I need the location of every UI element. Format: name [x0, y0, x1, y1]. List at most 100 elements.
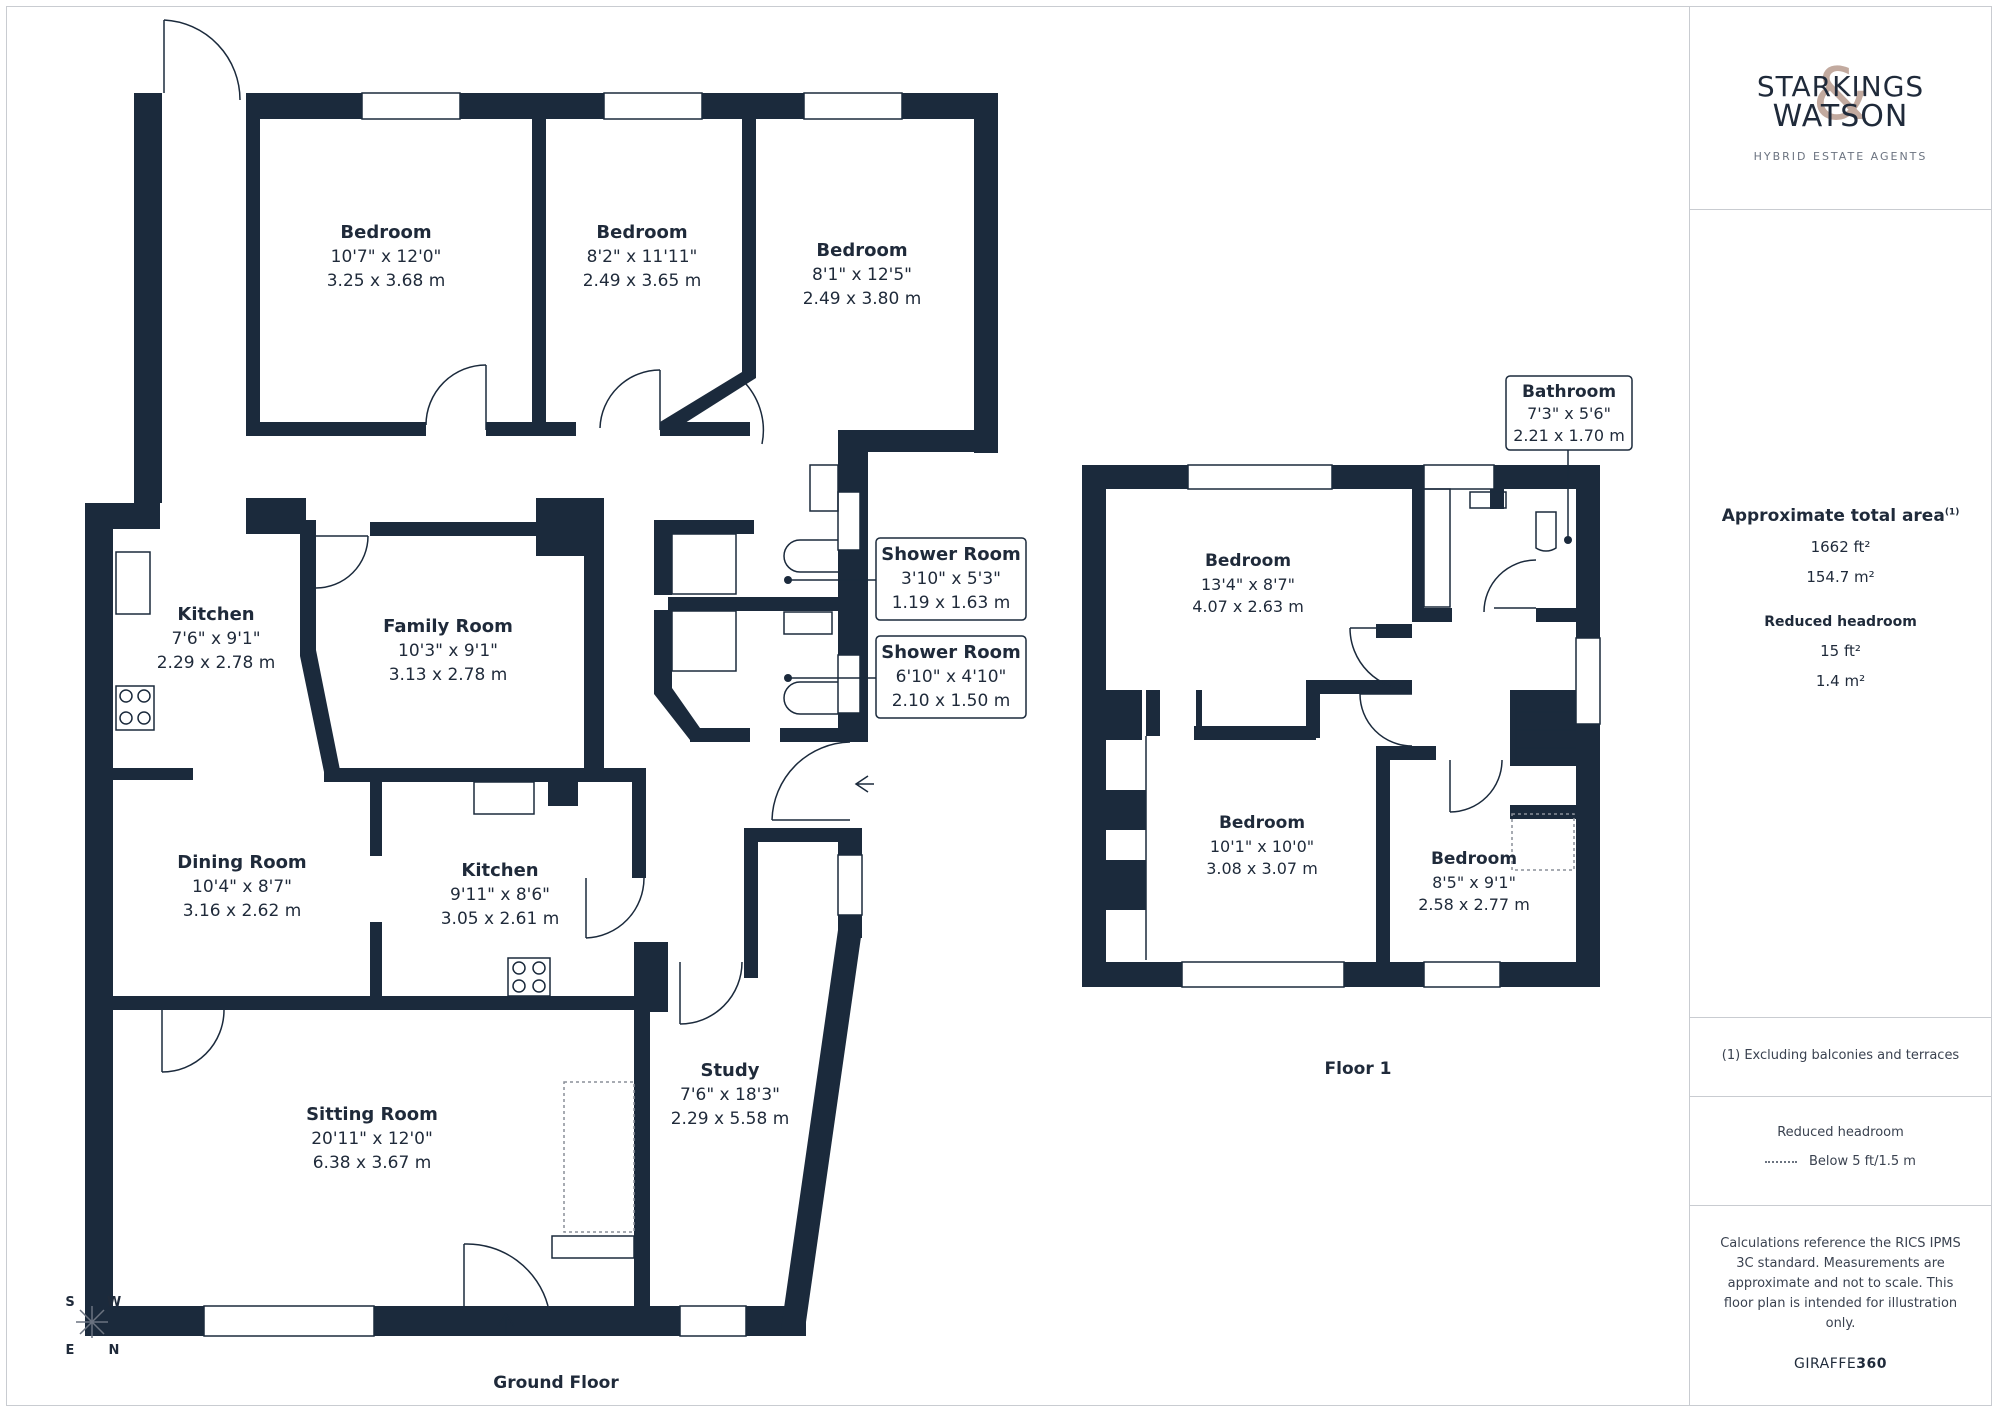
wall-bed3-bottom [838, 430, 998, 452]
reduced-sqft: 15 ft² [1820, 642, 1861, 660]
wall-bedroom1-bottom-a [246, 422, 426, 436]
room-imperial: 10'1" x 10'0" [1210, 837, 1314, 856]
area-title: Approximate total area(1) [1690, 506, 1991, 526]
f1-wall-left-chimney-c [1106, 860, 1146, 910]
room-name: Shower Room [881, 642, 1020, 663]
floor-label-first: Floor 1 [1325, 1059, 1392, 1079]
credit-suffix: 360 [1856, 1356, 1887, 1372]
wall-shower-divider [668, 597, 838, 611]
room-imperial: 3'10" x 5'3" [901, 569, 1001, 589]
room-name: Study [700, 1060, 759, 1081]
room-metric: 6.38 x 3.67 m [313, 1153, 432, 1173]
wall-family-bottom [324, 768, 644, 782]
room-metric: 3.25 x 3.68 m [327, 271, 446, 291]
f1-wall-left [1082, 465, 1106, 987]
compass-e: E [66, 1343, 75, 1358]
f1-wall-left-chimney-b [1106, 790, 1146, 830]
f1-wall-bed1-right-top [1376, 624, 1412, 638]
wall-family-right [584, 534, 604, 774]
f1-wall-bed1-bottom [1194, 726, 1316, 740]
room-metric: 2.29 x 5.58 m [671, 1109, 790, 1129]
f1-wall-left-chimney [1106, 690, 1142, 740]
f1-wall-right [1576, 465, 1600, 987]
wall-family-left-angled [300, 520, 340, 772]
shower-room-callout-2: Shower Room 6'10" x 4'10" 2.10 x 1.50 m [784, 635, 1027, 719]
ampersand-logo-icon: & [1812, 52, 1869, 136]
fixtures [115, 464, 839, 1259]
room-imperial: 13'4" x 8'7" [1201, 575, 1295, 594]
ground-floor-windows [203, 92, 903, 1337]
dotted-line-icon [1765, 1160, 1798, 1163]
room-metric: 3.08 x 3.07 m [1206, 859, 1318, 878]
floor1-doors-fixtures [1145, 488, 1576, 960]
legend-row: Below 5 ft/1.5 m [1690, 1154, 1991, 1169]
f1-wall-bath-left [1412, 489, 1424, 621]
f1-wall-bath-bottom-a [1412, 608, 1452, 622]
room-metric: 3.13 x 2.78 m [389, 665, 508, 685]
wall-family-top [370, 522, 570, 536]
room-imperial: 20'11" x 12'0" [311, 1129, 433, 1149]
room-name: Shower Room [881, 544, 1020, 565]
wall-kitchen2-fitting [548, 780, 578, 806]
reduced-headroom-area-ground [563, 1081, 635, 1233]
entrance-arrow-right [854, 775, 874, 793]
credit: GIRAFFE360 [1690, 1356, 1991, 1372]
wall-study-inner [744, 828, 758, 978]
sidebar: & STARKINGS WATSON HYBRID ESTATE AGENTS … [1689, 6, 1992, 1406]
room-imperial: 7'6" x 9'1" [171, 629, 260, 649]
room-metric: 2.29 x 2.78 m [157, 653, 276, 673]
legend-item: Below 5 ft/1.5 m [1809, 1154, 1916, 1169]
room-metric: 3.16 x 2.62 m [183, 901, 302, 921]
f1-wall-bath-stub [1490, 489, 1504, 509]
brand-tagline: HYBRID ESTATE AGENTS [1753, 150, 1928, 163]
disclaimer-section: Calculations reference the RICS IPMS 3C … [1690, 1206, 1991, 1372]
room-name: Family Room [383, 616, 513, 637]
f1-wall-bed1-bottom-step [1306, 680, 1320, 738]
disclaimer: Calculations reference the RICS IPMS 3C … [1720, 1236, 1961, 1331]
wall-family-top-left [246, 498, 306, 534]
room-name: Bathroom [1522, 382, 1616, 402]
brand-logo: & STARKINGS WATSON [1690, 58, 1991, 136]
footnote: (1) Excluding balconies and terraces [1721, 1048, 1960, 1063]
ground-floor-doors [161, 19, 851, 1307]
f1-wall-bed2-top-left [1146, 690, 1160, 736]
f1-wall-bath-bottom-b [1536, 608, 1576, 622]
room-labels: Bedroom 10'7" x 12'0" 3.25 x 3.68 m Bedr… [65, 222, 1529, 1393]
wall-bed1-bed2 [532, 118, 546, 428]
room-imperial: 7'6" x 18'3" [680, 1085, 780, 1105]
footnote-section: (1) Excluding balconies and terraces [1690, 1018, 1991, 1097]
shower-room-callout-1: Shower Room 3'10" x 5'3" 1.19 x 1.63 m [784, 537, 1027, 621]
wall-bedroom1-left [246, 93, 260, 435]
room-name: Bedroom [1219, 813, 1305, 833]
f1-wall-bed2-top-stub [1196, 690, 1202, 736]
reduced-headroom-area-floor1 [1511, 813, 1575, 871]
brand-section: & STARKINGS WATSON HYBRID ESTATE AGENTS [1690, 6, 1991, 210]
wall-dining-kitchen-lower [370, 922, 382, 1004]
reduced-sqm: 1.4 m² [1815, 672, 1866, 690]
room-metric: 3.05 x 2.61 m [441, 909, 560, 929]
wall-left-outer [85, 503, 113, 1328]
room-imperial: 9'11" x 8'6" [450, 885, 550, 905]
compass-s: S [65, 1295, 74, 1310]
area-section: Approximate total area(1) 1662 ft² 154.7… [1690, 210, 1991, 1018]
room-metric: 1.19 x 1.63 m [892, 593, 1011, 613]
f1-wall-bed2-bed3 [1376, 746, 1390, 968]
entrance-arrow-bottom [497, 1312, 515, 1336]
wall-shower-top [654, 520, 754, 534]
wall-kitchen2-right [632, 768, 646, 878]
f1-wall-bed3-top [1376, 746, 1436, 760]
room-name: Bedroom [1205, 551, 1291, 571]
wall-kitchen-bottom [113, 768, 193, 780]
wall-study-top [744, 828, 862, 842]
room-name: Kitchen [177, 604, 254, 625]
room-name: Bedroom [816, 240, 907, 261]
area-sqm: 154.7 m² [1806, 568, 1875, 586]
room-name: Dining Room [177, 852, 306, 873]
f1-wall-bed3-top-right [1510, 805, 1576, 819]
floor1-windows [1181, 464, 1601, 988]
brand-name-line1: STARKINGS [1756, 70, 1925, 103]
wall-bottom-right [546, 1306, 806, 1336]
wall-bed2-bottom [660, 422, 750, 436]
wall-study-left-block [634, 942, 668, 1012]
